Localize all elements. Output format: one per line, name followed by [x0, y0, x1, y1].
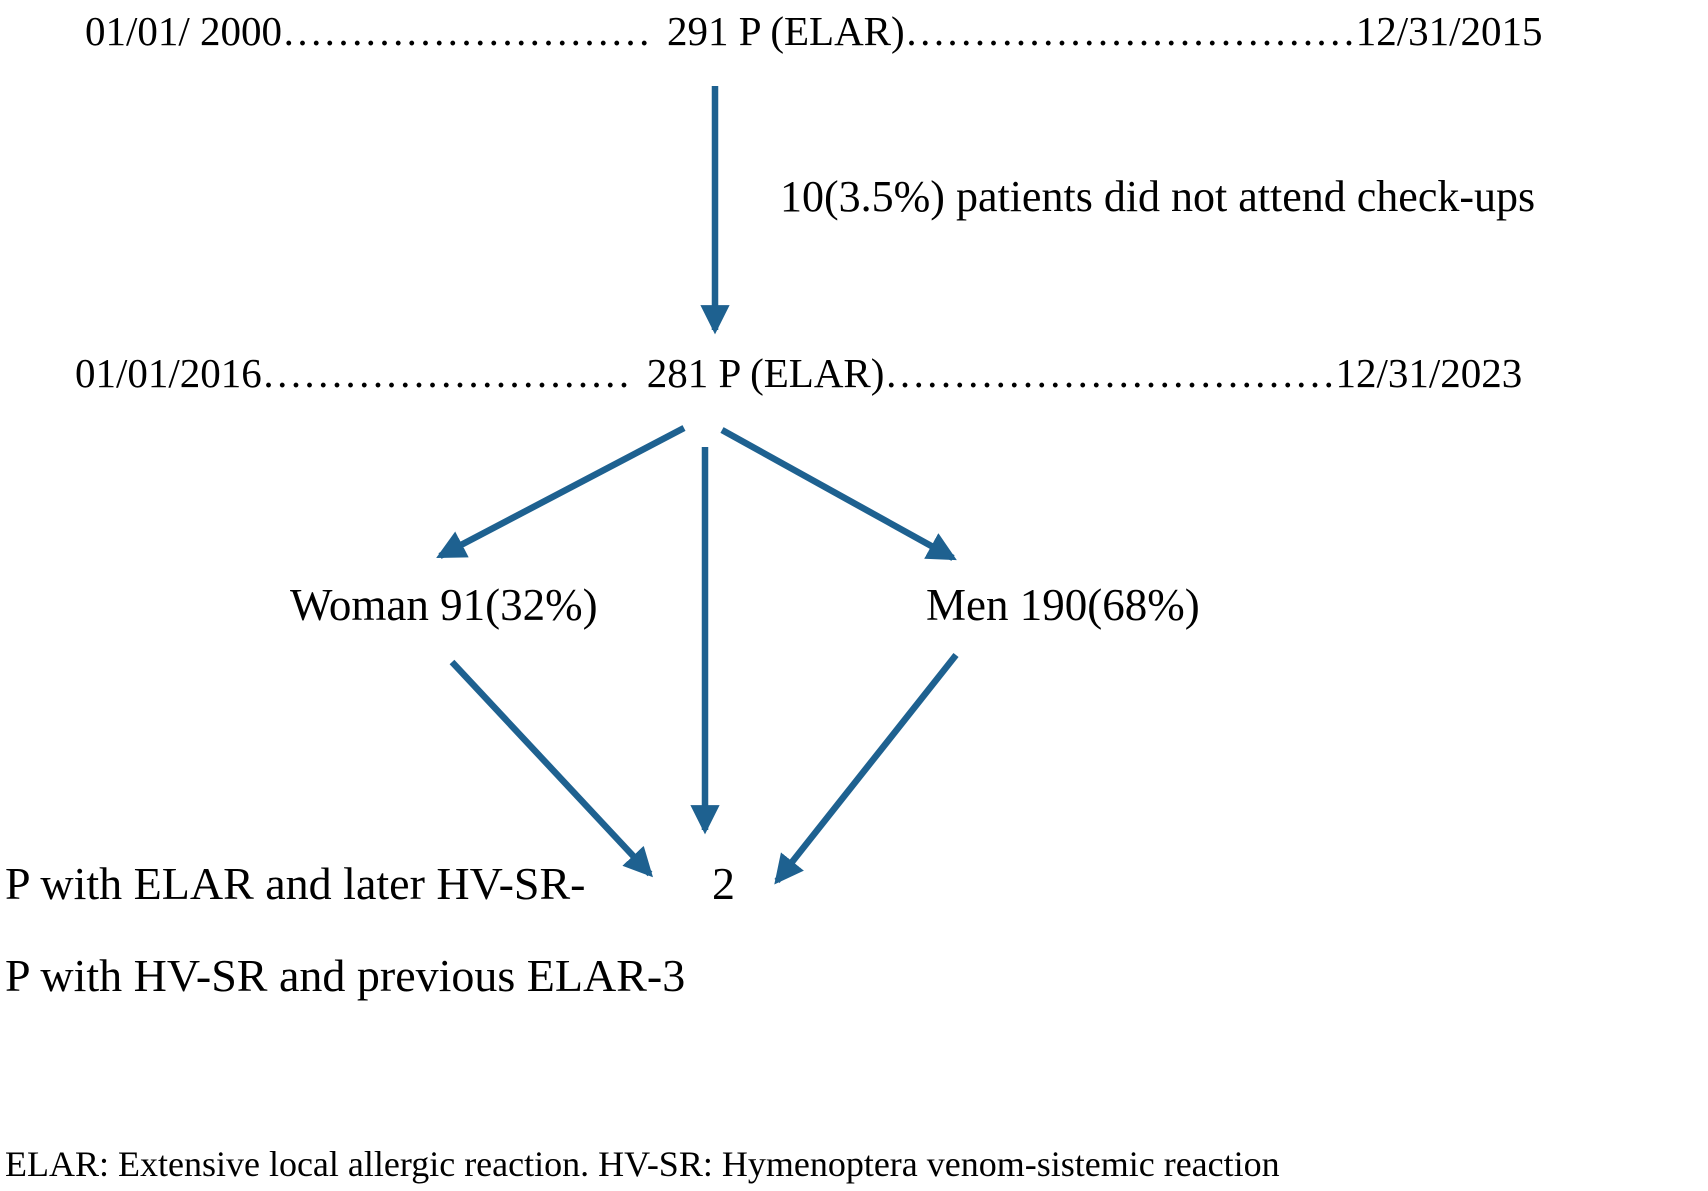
leader-dots: …………………………… [884, 350, 1336, 396]
period2-patient-count: 281 P (ELAR) [646, 350, 885, 396]
outcome-elar-then-hvsr-value: 2 [712, 858, 735, 909]
legend-note: ELAR: Extensive local allergic reaction.… [5, 1144, 1280, 1184]
period1-start-date: 01/01/ 2000 [85, 8, 283, 54]
period1-patient-count: 291 P (ELAR) [667, 8, 905, 54]
period2-start-date: 01/01/2016 [75, 350, 262, 396]
arrow-men-to-outcome [774, 652, 959, 885]
leader-dots: ……………………… [282, 8, 652, 54]
period-2-line: 01/01/2016……………………… 281 P (ELAR)………………………… [75, 350, 1522, 397]
woman-node: Woman 91(32%) [290, 580, 598, 630]
leader-dots: ……………………… [261, 350, 631, 396]
men-node: Men 190(68%) [926, 580, 1200, 630]
period1-end-date: 12/31/2015 [1355, 8, 1543, 54]
arrow-woman-to-outcome [449, 659, 653, 878]
outcome-elar-then-hvsr-label: P with ELAR and later HV-SR- [5, 858, 586, 909]
dropout-note: 10(3.5%) patients did not attend check-u… [780, 172, 1536, 221]
arrow-281-to-woman [436, 425, 686, 559]
period2-end-date: 12/31/2023 [1335, 350, 1523, 396]
outcome-hvsr-previous-elar-label: P with HV-SR and previous ELAR-3 [5, 950, 686, 1001]
leader-dots: …………………………… [904, 8, 1356, 54]
arrow-281-to-men [720, 427, 957, 561]
period-1-line: 01/01/ 2000……………………… 291 P (ELAR)……………………… [85, 8, 1542, 55]
